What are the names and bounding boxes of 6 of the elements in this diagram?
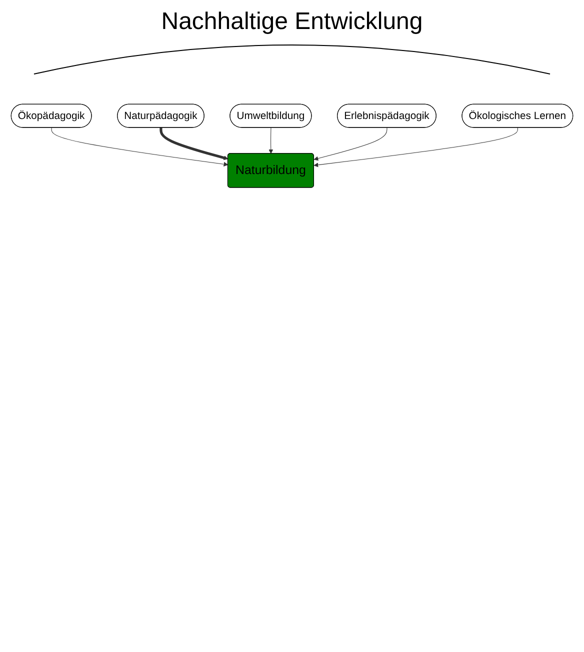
title: Nachhaltige Entwicklung <box>161 8 423 36</box>
arrow <box>314 127 518 168</box>
arrow <box>160 128 228 160</box>
arrow <box>314 127 388 161</box>
arrow <box>51 127 228 166</box>
arrow <box>268 127 274 154</box>
